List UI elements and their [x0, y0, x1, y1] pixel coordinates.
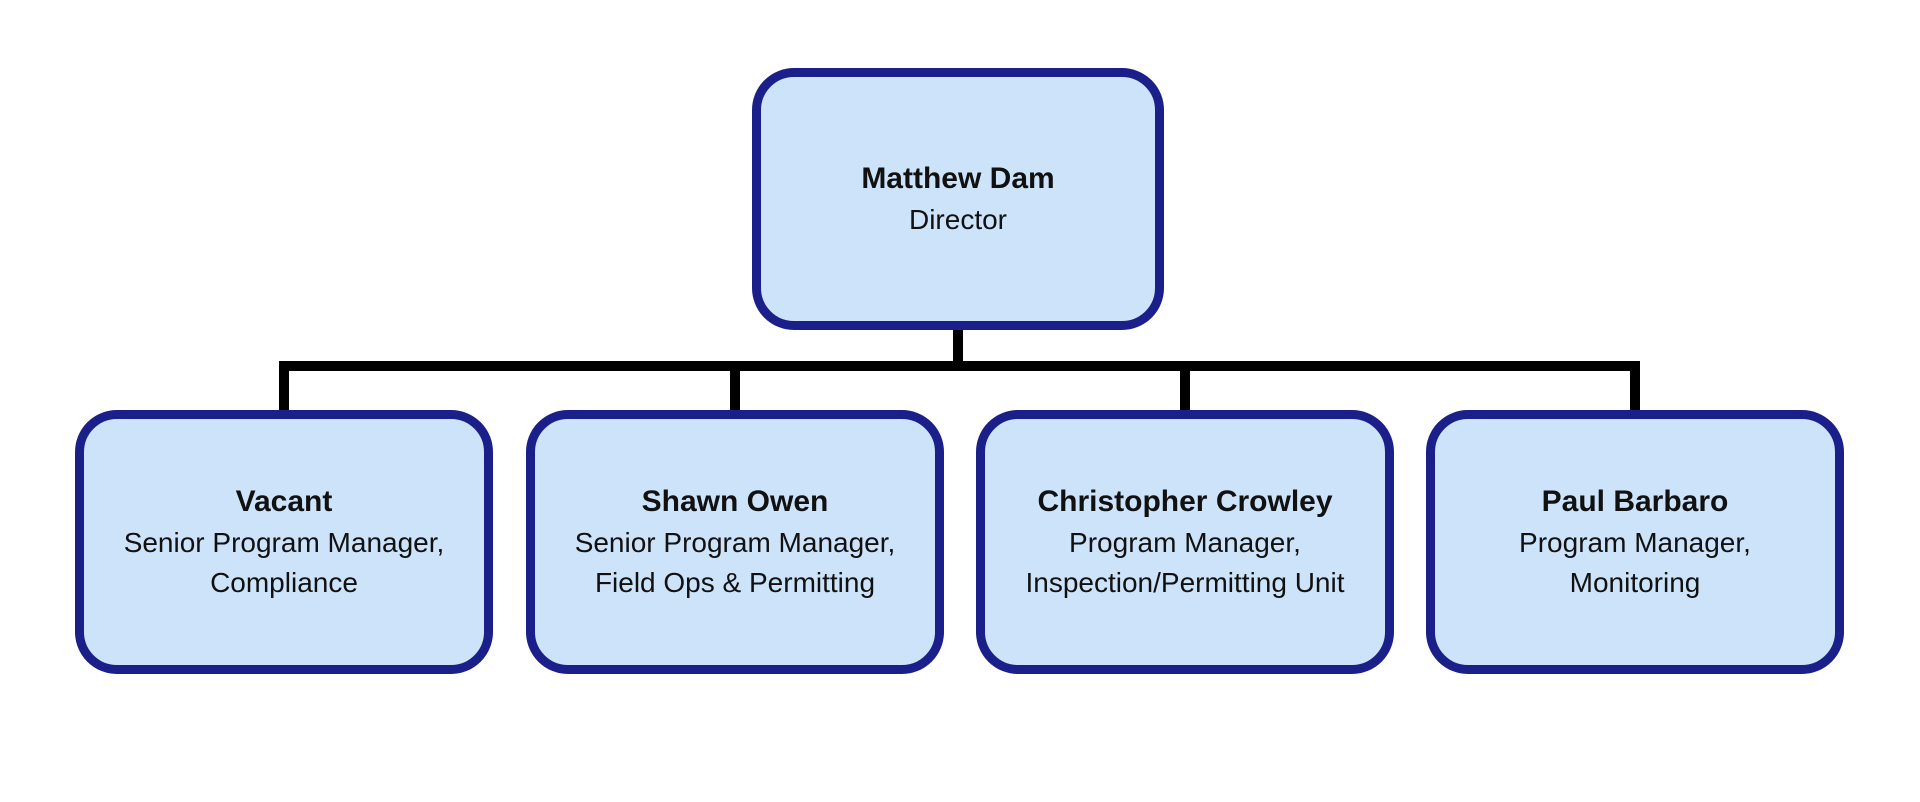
node-title-line: Director [908, 204, 1007, 235]
node-name: Shawn Owen [641, 485, 829, 518]
node-title-line: Monitoring [1569, 567, 1701, 598]
org-node-vacant: Vacant Senior Program Manager, Complianc… [75, 410, 493, 674]
org-node-christopher-crowley: Christopher Crowley Program Manager, Ins… [976, 410, 1394, 674]
node-name: Christopher Crowley [1037, 485, 1333, 518]
node-title-line: Compliance [210, 567, 358, 598]
node-title-line: Senior Program Manager, [123, 527, 445, 558]
org-node-director: Matthew Dam Director [752, 68, 1164, 330]
node-name: Vacant [235, 485, 333, 518]
node-title-line: Senior Program Manager, [574, 527, 896, 558]
node-title-line: Program Manager, [1519, 527, 1751, 558]
node-title-line: Inspection/Permitting Unit [1025, 567, 1345, 598]
node-name: Matthew Dam [861, 162, 1055, 195]
org-node-shawn-owen: Shawn Owen Senior Program Manager, Field… [526, 410, 944, 674]
node-name: Paul Barbaro [1541, 485, 1729, 518]
org-node-paul-barbaro: Paul Barbaro Program Manager, Monitoring [1426, 410, 1844, 674]
node-title-line: Field Ops & Permitting [594, 567, 876, 598]
node-title-line: Program Manager, [1069, 527, 1301, 558]
